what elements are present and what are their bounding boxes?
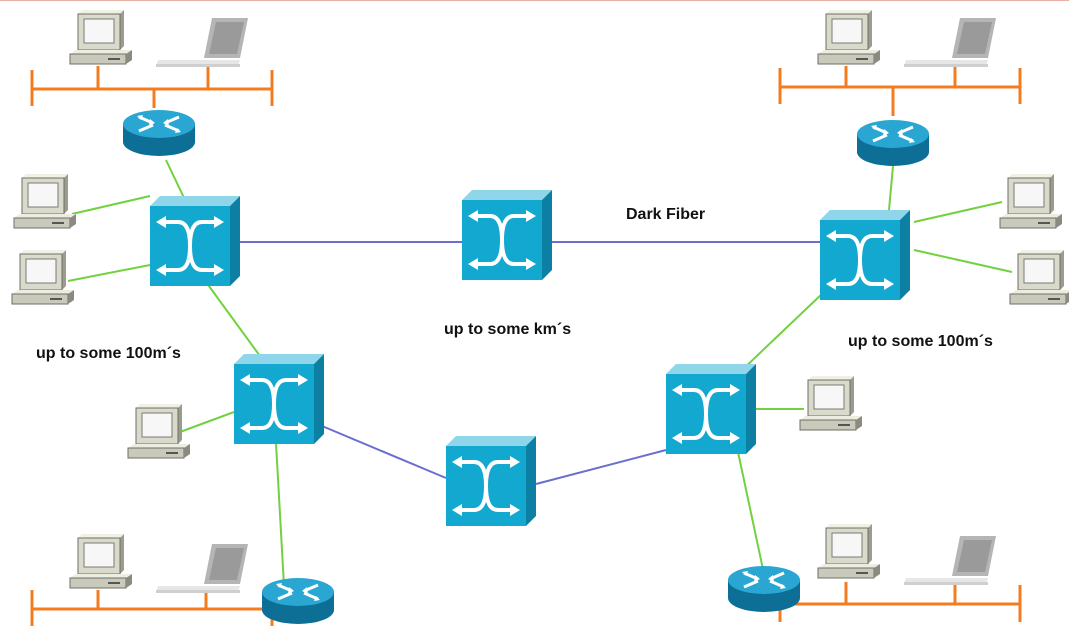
dark-fiber-label: Dark Fiber [626, 206, 705, 223]
laptop-bottom-right-icon [904, 536, 996, 585]
center-distance-label: up to some km´s [444, 321, 571, 338]
right-distance-label: up to some 100m´s [848, 333, 993, 350]
switch-right-bottom-icon [664, 362, 758, 456]
link-pc-lb-to-switch [179, 411, 235, 433]
link-router-tr-to-switch [888, 165, 894, 211]
link-switch-l-to-switch-lb [205, 281, 261, 357]
link-switch-lb-to-router-bl [275, 442, 285, 587]
pc-top-left-icon [69, 9, 133, 65]
laptop-bottom-left-icon [156, 544, 248, 593]
left-distance-label: up to some 100m´s [36, 345, 181, 362]
laptop-top-left-icon [156, 18, 248, 67]
lan-bus-top-right [778, 66, 1022, 116]
link-pc-l2-to-switch [67, 264, 151, 282]
switch-right-top-icon [818, 208, 912, 302]
pc-top-right-icon [817, 9, 881, 65]
lan-bus-bottom-left [30, 590, 274, 626]
pc-right-2-icon [1009, 249, 1069, 305]
link-switch-r-to-switch-rb [739, 291, 825, 373]
router-bottom-left-icon [260, 576, 336, 626]
lan-bus-bottom-right [778, 582, 1022, 622]
router-top-right-icon [855, 118, 931, 168]
link-pc-l1-to-switch [71, 195, 151, 215]
link-switch-rb-to-router-br [737, 451, 765, 575]
link-router-tl-to-switch [165, 159, 187, 203]
pc-left-bottom-icon [127, 403, 191, 459]
access-links [67, 159, 1013, 587]
lan-bus-top-left [30, 66, 274, 108]
switch-left-top-icon [148, 194, 242, 288]
pc-right-1-icon [999, 173, 1063, 229]
switch-center-top-icon [460, 188, 554, 282]
pc-bottom-right-icon [817, 523, 881, 579]
switch-left-bottom-icon [232, 352, 326, 446]
link-pc-r1-to-switch [913, 201, 1003, 223]
laptop-top-right-icon [904, 18, 996, 67]
pc-right-bottom-icon [799, 375, 863, 431]
trunk-links [240, 241, 820, 485]
link-pc-r2-to-switch [913, 249, 1013, 273]
router-bottom-right-icon [726, 564, 802, 614]
router-top-left-icon [121, 108, 197, 158]
pc-left-1-icon [13, 173, 77, 229]
pc-left-2-icon [11, 249, 75, 305]
top-border-line [0, 0, 1069, 1]
link-center-bottom-to-right-bottom [535, 449, 667, 485]
link-left-bottom-to-center-bottom [321, 425, 447, 479]
pc-bottom-left-icon [69, 533, 133, 589]
switch-center-bottom-icon [444, 434, 538, 528]
